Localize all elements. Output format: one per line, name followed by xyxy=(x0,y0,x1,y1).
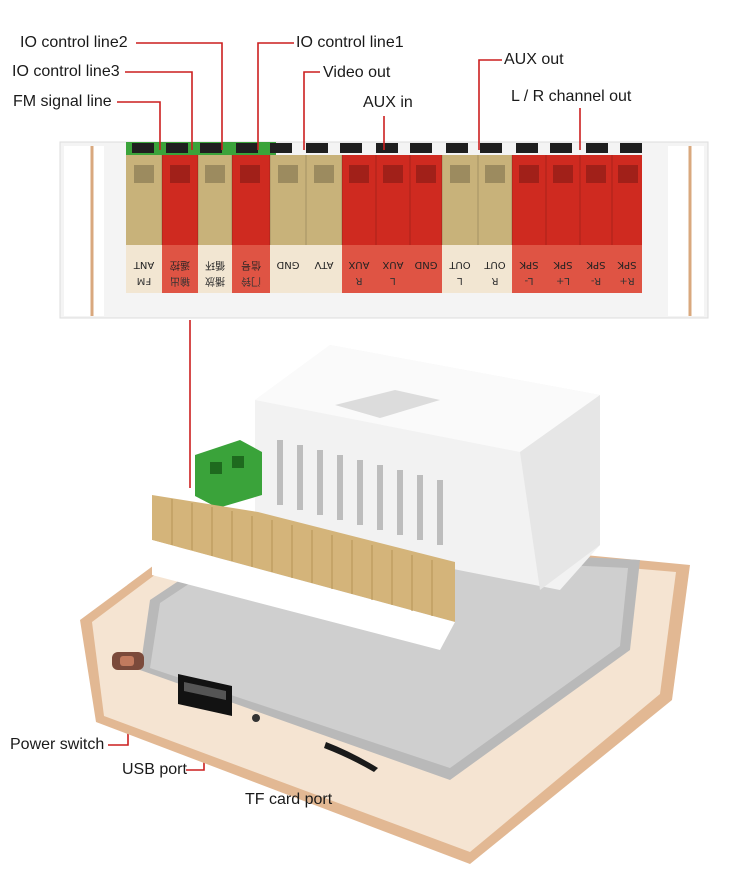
terminal-label: AUX xyxy=(348,259,369,270)
label-io-control-line3: IO control line3 xyxy=(12,63,120,80)
terminal-block-fm xyxy=(126,155,162,245)
terminal-sublabel: R xyxy=(491,275,498,286)
product-label-sticker xyxy=(335,390,440,418)
terminal-block-io2 xyxy=(198,155,232,245)
terminal-label: 循环 xyxy=(205,259,225,272)
green-connector xyxy=(195,440,262,508)
terminal-label: OUT xyxy=(448,259,470,270)
terminal-label: SPK xyxy=(617,259,636,270)
terminal-label: SPK xyxy=(553,259,572,270)
terminal-sublabel: R+ xyxy=(619,275,634,286)
terminal-block-aux-in xyxy=(342,155,442,245)
screw-slots xyxy=(132,143,642,153)
terminal-sublabel: L xyxy=(390,275,396,286)
label-io-control-line2: IO control line2 xyxy=(20,34,128,51)
terminal-label: GND xyxy=(276,259,299,270)
terminal-block-speaker xyxy=(512,155,642,245)
terminal-label: GND xyxy=(414,259,437,270)
label-aux-in: AUX in xyxy=(363,94,413,111)
terminal-block-aux-out xyxy=(442,155,512,245)
device-illustration xyxy=(80,345,690,864)
indicator-led xyxy=(252,714,260,722)
terminal-label: ANT xyxy=(133,259,154,270)
terminal-label: SPK xyxy=(519,259,538,270)
terminal-sublabel: 门铃 xyxy=(241,275,261,288)
label-power-switch: Power switch xyxy=(10,736,105,753)
label-tf-card-port: TF card port xyxy=(245,791,333,808)
terminal-label: OUT xyxy=(483,259,505,270)
label-aux-out: AUX out xyxy=(504,51,564,68)
tf-card-slot xyxy=(324,742,378,772)
terminal-sublabel: 播放 xyxy=(205,275,225,288)
terminal-sublabel: FM xyxy=(137,275,151,286)
terminal-sublabel: 输出 xyxy=(170,275,190,288)
label-usb-port: USB port xyxy=(122,761,187,778)
terminal-block-video xyxy=(270,155,342,245)
terminal-label: 信号 xyxy=(241,259,261,271)
terminal-sublabel: L- xyxy=(524,275,533,286)
terminal-label: 遥控 xyxy=(170,259,190,272)
terminal-sublabel: L+ xyxy=(556,275,570,286)
label-video-out: Video out xyxy=(323,64,391,81)
terminal-label: SPK xyxy=(586,259,605,270)
label-lr-channel-out: L / R channel out xyxy=(511,88,632,105)
terminal-block-io1 xyxy=(232,155,270,245)
terminal-sublabel: L xyxy=(457,275,463,286)
label-fm-signal-line: FM signal line xyxy=(13,93,112,110)
terminal-block-io3 xyxy=(162,155,198,245)
beige-terminal-block xyxy=(152,495,455,622)
terminal-sublabel: R xyxy=(355,275,362,286)
label-io-control-line1: IO control line1 xyxy=(296,34,404,51)
terminal-label: ATV xyxy=(314,259,333,270)
terminal-label: AUX xyxy=(382,259,403,270)
terminal-sublabel: R- xyxy=(591,275,602,286)
